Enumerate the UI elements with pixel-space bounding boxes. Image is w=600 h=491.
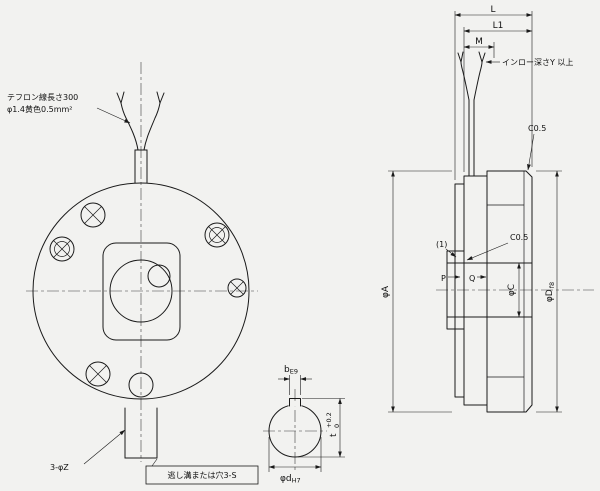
dia-D-dimension: φDf8 [536,170,562,413]
wire-note: テフロン線長さ300 φ1.4黄色0.5mm² [7,92,131,124]
dia-A-dimension: φA [381,170,452,413]
relief-note: 逃し溝または穴3-S [145,458,259,485]
hub [446,250,465,330]
mounting-hole [85,361,111,387]
keyway-width-dimension: bE9 [278,365,312,395]
mounting-hole-counterbored [204,222,230,248]
svg-text:0: 0 [333,424,341,428]
spigot-depth-label: インロー深さY 以上 [502,58,573,67]
side-view: L L1 M インロー深さY 以上 C0.5 C0.5 (1) P Q [381,5,594,413]
wire-note-line1: テフロン線長さ300 [7,92,78,102]
ref-mark-note: (1) [436,240,457,258]
keyway-width-label: bE9 [284,365,298,376]
dia-C-dimension: φC [507,262,521,318]
chamfer-note-bore: C0.5 [466,233,528,261]
hole-count-label: 3-φZ [50,463,69,472]
dim-D-label: φDf8 [545,282,556,302]
relief-note-box [145,465,259,485]
bore-dia-dimension: φdH7 [268,437,322,485]
lead-wires-side [457,51,486,177]
keyway-depth-dimension: t +0.2 0 [298,398,345,458]
lead-wires-front [116,91,165,184]
dim-M-label: M [475,37,483,47]
pq-dimensions: P Q [441,274,487,283]
chamfer-note-top: C0.5 [527,124,546,171]
bore-dia-label: φdH7 [280,474,301,485]
dim-A-label: φA [381,285,391,298]
ref-mark-label: (1) [436,240,447,249]
stator-body [486,170,533,413]
front-view: テフロン線長さ300 φ1.4黄色0.5mm² 3-φZ 逃し溝または穴3-S [7,62,259,485]
svg-text:t: t [329,433,339,437]
center-boss-outline [102,242,181,341]
keyway-slot [289,398,301,407]
keyway-circle [147,264,171,288]
rotor-disc [463,175,488,406]
length-dimensions: L L1 M [454,5,533,180]
keyway-depth-label: t +0.2 0 [325,412,341,437]
dim-P-label: P [441,274,446,283]
keyway-mask [288,400,302,407]
keyway-detail-view: bE9 t +0.2 0 φdH7 [263,365,345,485]
shaft-bore-circle [109,259,173,323]
mounting-hole-counterbored [49,236,75,262]
chamfer-bore-label: C0.5 [510,233,528,242]
outer-body-circle [32,182,250,400]
relief-hole [128,372,154,398]
mounting-hole [227,278,247,298]
spigot-depth-note: インロー深さY 以上 [485,58,573,67]
hole-count-note: 3-φZ [50,429,126,472]
armature-plate [454,183,465,398]
chamfer-top-label: C0.5 [528,124,546,133]
mounting-hole [80,202,106,228]
dim-Q-label: Q [469,274,475,283]
front-centerlines [26,62,258,462]
dim-L1-label: L1 [493,21,504,31]
svg-text:+0.2: +0.2 [325,412,333,428]
dim-L-label: L [490,5,495,15]
wire-note-line2: φ1.4黄色0.5mm² [7,104,73,114]
dim-C-label: φC [507,284,517,296]
relief-note-label: 逃し溝または穴3-S [167,470,236,480]
